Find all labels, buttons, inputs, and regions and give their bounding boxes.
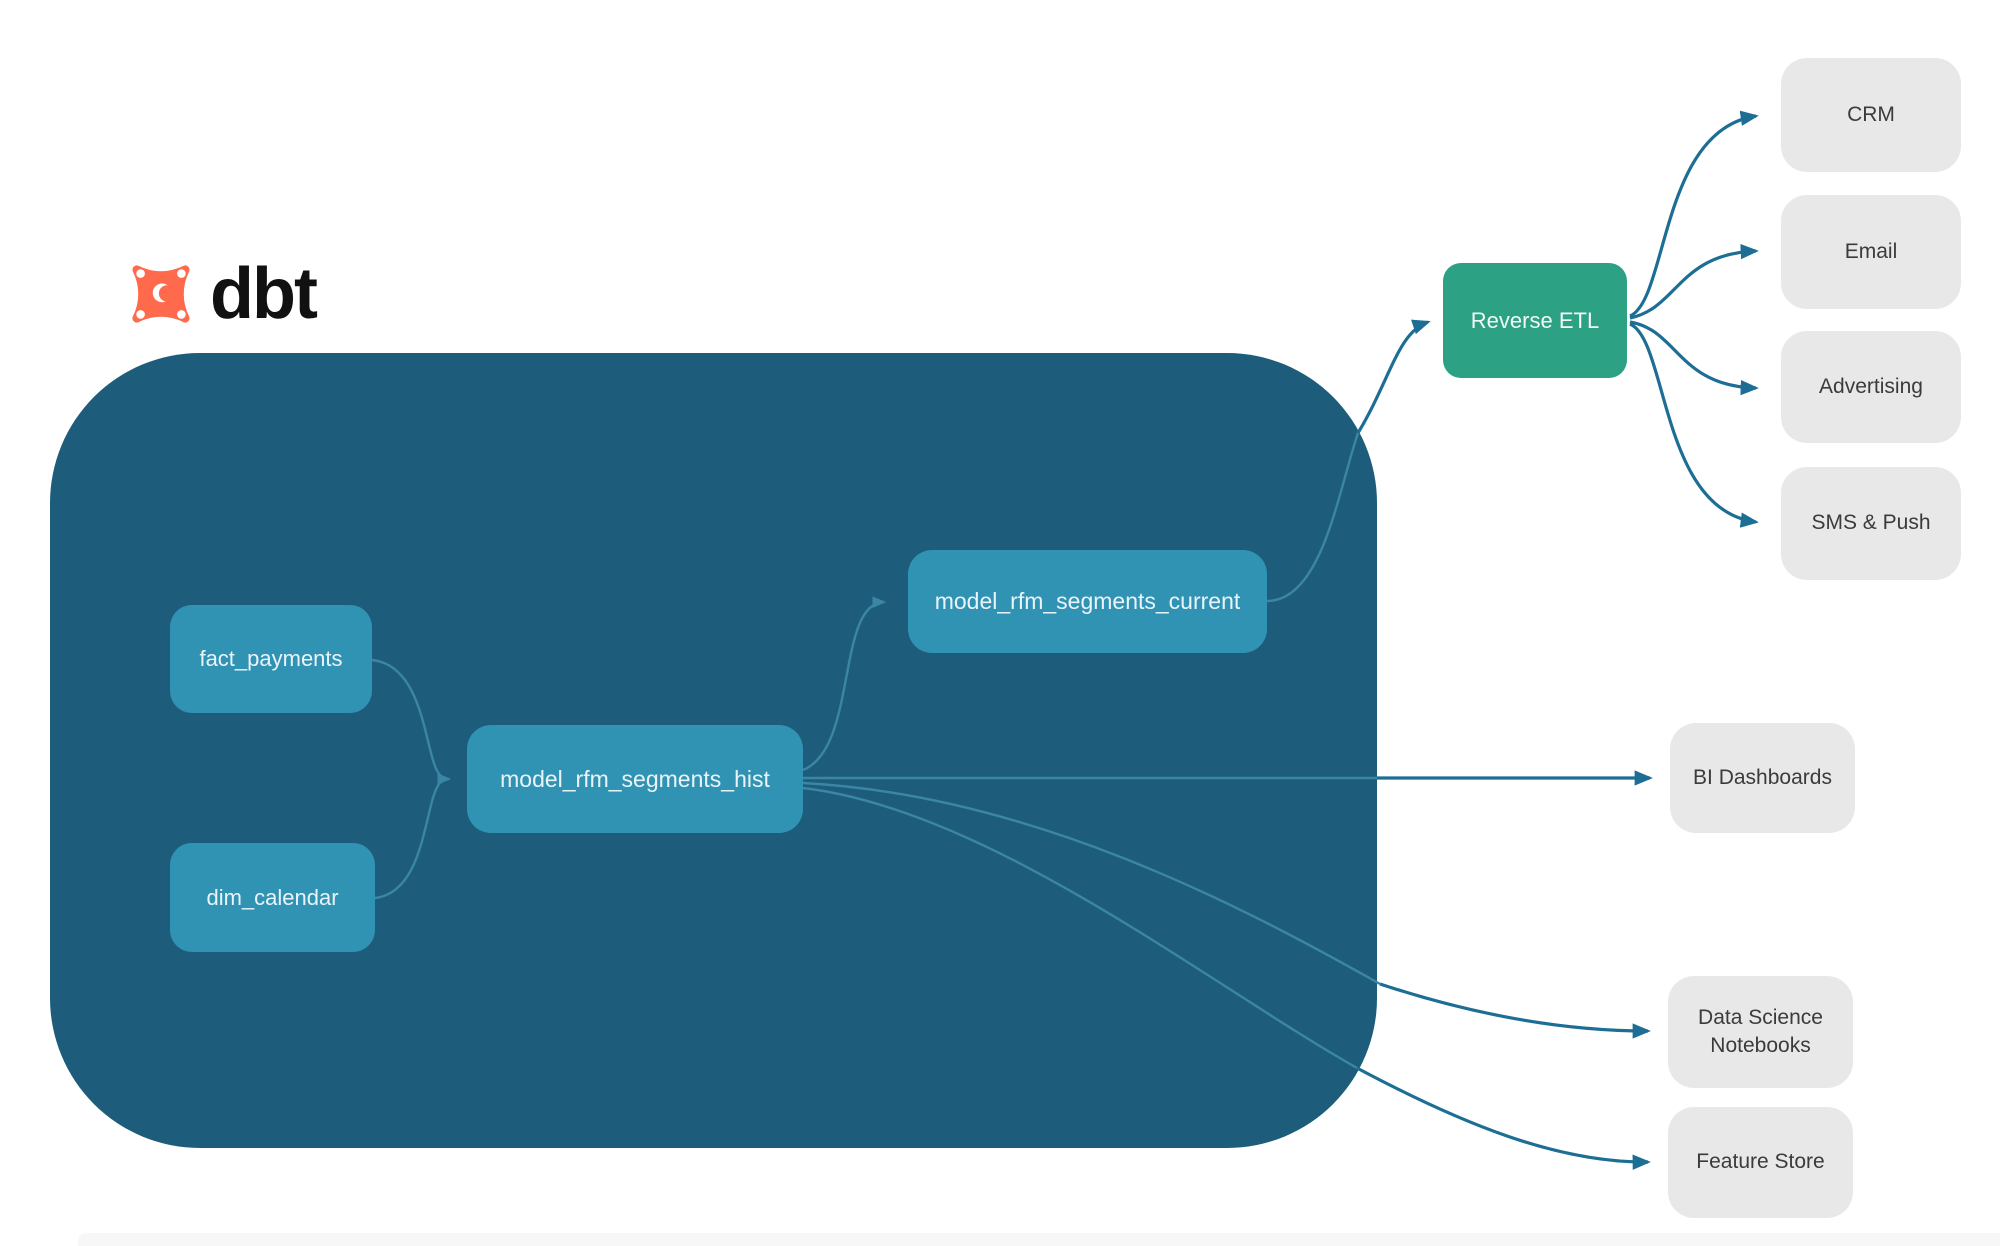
- node-model-rfm-segments-hist[interactable]: model_rfm_segments_hist: [467, 725, 803, 833]
- node-feature-store[interactable]: Feature Store: [1668, 1107, 1853, 1218]
- node-data-science-notebooks[interactable]: Data Science Notebooks: [1668, 976, 1853, 1088]
- dbt-logo: dbt: [122, 253, 318, 338]
- dbt-star-icon: [122, 255, 200, 338]
- edge-reverse-etl-to-advertising: [1629, 320, 1759, 396]
- edge-current-to-reverse-etl: [1356, 319, 1431, 434]
- edge-reverse-etl-to-email: [1629, 243, 1759, 320]
- node-email[interactable]: Email: [1781, 195, 1961, 309]
- edge-hist-to-data-science-notebooks: [1379, 982, 1651, 1039]
- node-advertising[interactable]: Advertising: [1781, 331, 1961, 443]
- node-bi-dashboards[interactable]: BI Dashboards: [1670, 723, 1855, 833]
- edge-reverse-etl-to-crm: [1629, 110, 1759, 318]
- node-model-rfm-segments-current[interactable]: model_rfm_segments_current: [908, 550, 1267, 653]
- dbt-logo-text: dbt: [210, 253, 318, 334]
- bottom-edge-strip: [78, 1233, 2000, 1246]
- node-dim-calendar[interactable]: dim_calendar: [170, 843, 375, 952]
- node-reverse-etl[interactable]: Reverse ETL: [1443, 263, 1627, 378]
- node-fact-payments[interactable]: fact_payments: [170, 605, 372, 713]
- edge-hist-to-feature-store: [1356, 1066, 1651, 1170]
- edge-reverse-etl-to-sms-push: [1629, 322, 1759, 528]
- node-crm[interactable]: CRM: [1781, 58, 1961, 172]
- node-sms-push[interactable]: SMS & Push: [1781, 467, 1961, 580]
